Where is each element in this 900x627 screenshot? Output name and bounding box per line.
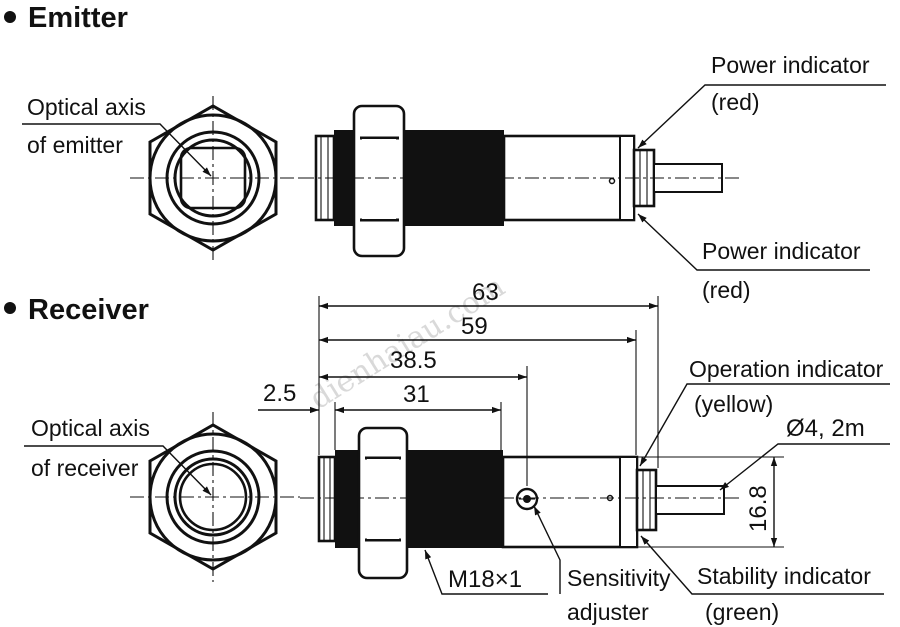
- power-indicator-top-label: Power indicator: [711, 52, 870, 78]
- receiver-side-view: [300, 426, 740, 580]
- stability-indicator-label-2: (green): [705, 599, 779, 625]
- emitter-front-view: [130, 96, 300, 262]
- cable-spec-leader: [719, 443, 890, 491]
- dim-16-8-label: 16.8: [745, 485, 772, 532]
- receiver-front-view: [130, 412, 300, 582]
- cable-spec-label: Ø4, 2m: [786, 415, 865, 442]
- thread-spec-leader: [424, 549, 548, 595]
- operation-indicator-leader: [639, 383, 890, 467]
- operation-indicator-label: Operation indicator: [689, 356, 884, 382]
- thread-spec-label: M18×1: [448, 566, 522, 593]
- power-indicator-bottom-label-2: (red): [702, 277, 751, 303]
- power-indicator-bottom-leader: [637, 213, 870, 271]
- power-indicator-bottom-label: Power indicator: [702, 238, 861, 264]
- sensitivity-adjuster-leader: [533, 505, 561, 594]
- optical-axis-receiver-label: Optical axis: [31, 415, 150, 441]
- emitter-bullet-icon: [4, 11, 16, 23]
- operation-indicator-label-2: (yellow): [694, 391, 773, 417]
- stability-indicator-label: Stability indicator: [697, 563, 871, 589]
- receiver-title: Receiver: [28, 294, 149, 326]
- receiver-bullet-icon: [4, 302, 16, 314]
- dim-63-label: 63: [472, 279, 499, 306]
- optical-axis-receiver-leader: [24, 445, 212, 496]
- sensitivity-adjuster-label-2: adjuster: [567, 599, 649, 625]
- optical-axis-emitter-leader: [22, 123, 212, 177]
- dim-59-label: 59: [461, 313, 488, 340]
- emitter-side-view: [300, 104, 740, 258]
- dim-38-5-label: 38.5: [390, 347, 437, 374]
- dim-2-5-label: 2.5: [263, 380, 296, 407]
- emitter-title: Emitter: [28, 2, 128, 34]
- optical-axis-receiver-label-2: of receiver: [31, 455, 139, 481]
- power-indicator-top-label-2: (red): [711, 89, 760, 115]
- dim-31-label: 31: [403, 381, 430, 408]
- power-indicator-top-leader: [637, 84, 886, 149]
- optical-axis-emitter-label: Optical axis: [27, 94, 146, 120]
- optical-axis-emitter-label-2: of emitter: [27, 132, 123, 158]
- sensitivity-adjuster-label: Sensitivity: [567, 565, 671, 591]
- stability-indicator-leader: [640, 535, 884, 595]
